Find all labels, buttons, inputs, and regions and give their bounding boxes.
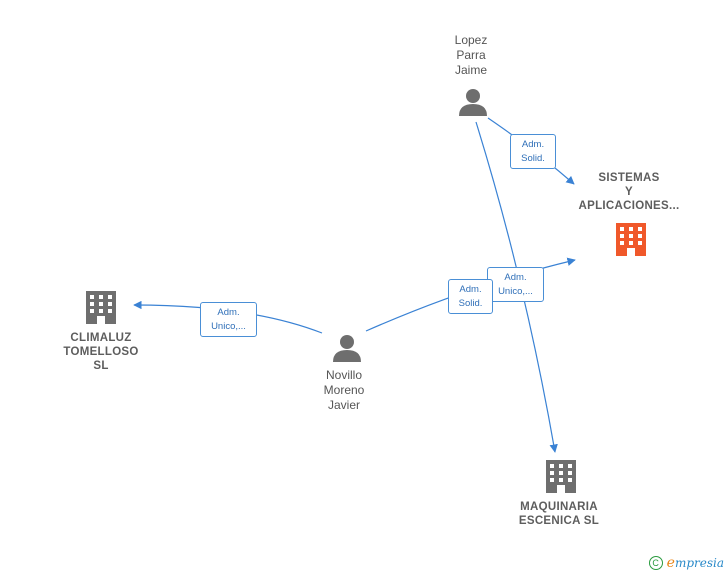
person-icon xyxy=(459,89,487,116)
building-icon xyxy=(546,460,576,493)
node-label-sistemas[interactable]: SISTEMAS Y APLICACIONES... xyxy=(578,172,680,212)
building-icon xyxy=(86,291,116,324)
edge-label-lopez-sistemas: Adm. Solid. xyxy=(510,134,556,169)
edge-label-novillo-sistemas-unico: Adm. Unico,... xyxy=(487,267,544,302)
building-icon xyxy=(616,223,646,256)
brand-logo: empresia xyxy=(666,555,724,571)
person-icon xyxy=(333,335,361,362)
node-label-lopez[interactable]: Lopez Parra Jaime xyxy=(454,33,488,77)
copyright-icon: C xyxy=(648,556,663,570)
node-label-maquinaria[interactable]: MAQUINARIA ESCENICA SL xyxy=(518,501,600,527)
node-label-climaluz[interactable]: CLIMALUZ TOMELLOSO SL xyxy=(63,332,139,372)
edge-label-novillo-climaluz: Adm. Unico,... xyxy=(200,302,257,337)
edge-label-novillo-sistemas-solid: Adm. Solid. xyxy=(448,279,493,314)
node-label-novillo[interactable]: Novillo Moreno Javier xyxy=(323,368,365,412)
